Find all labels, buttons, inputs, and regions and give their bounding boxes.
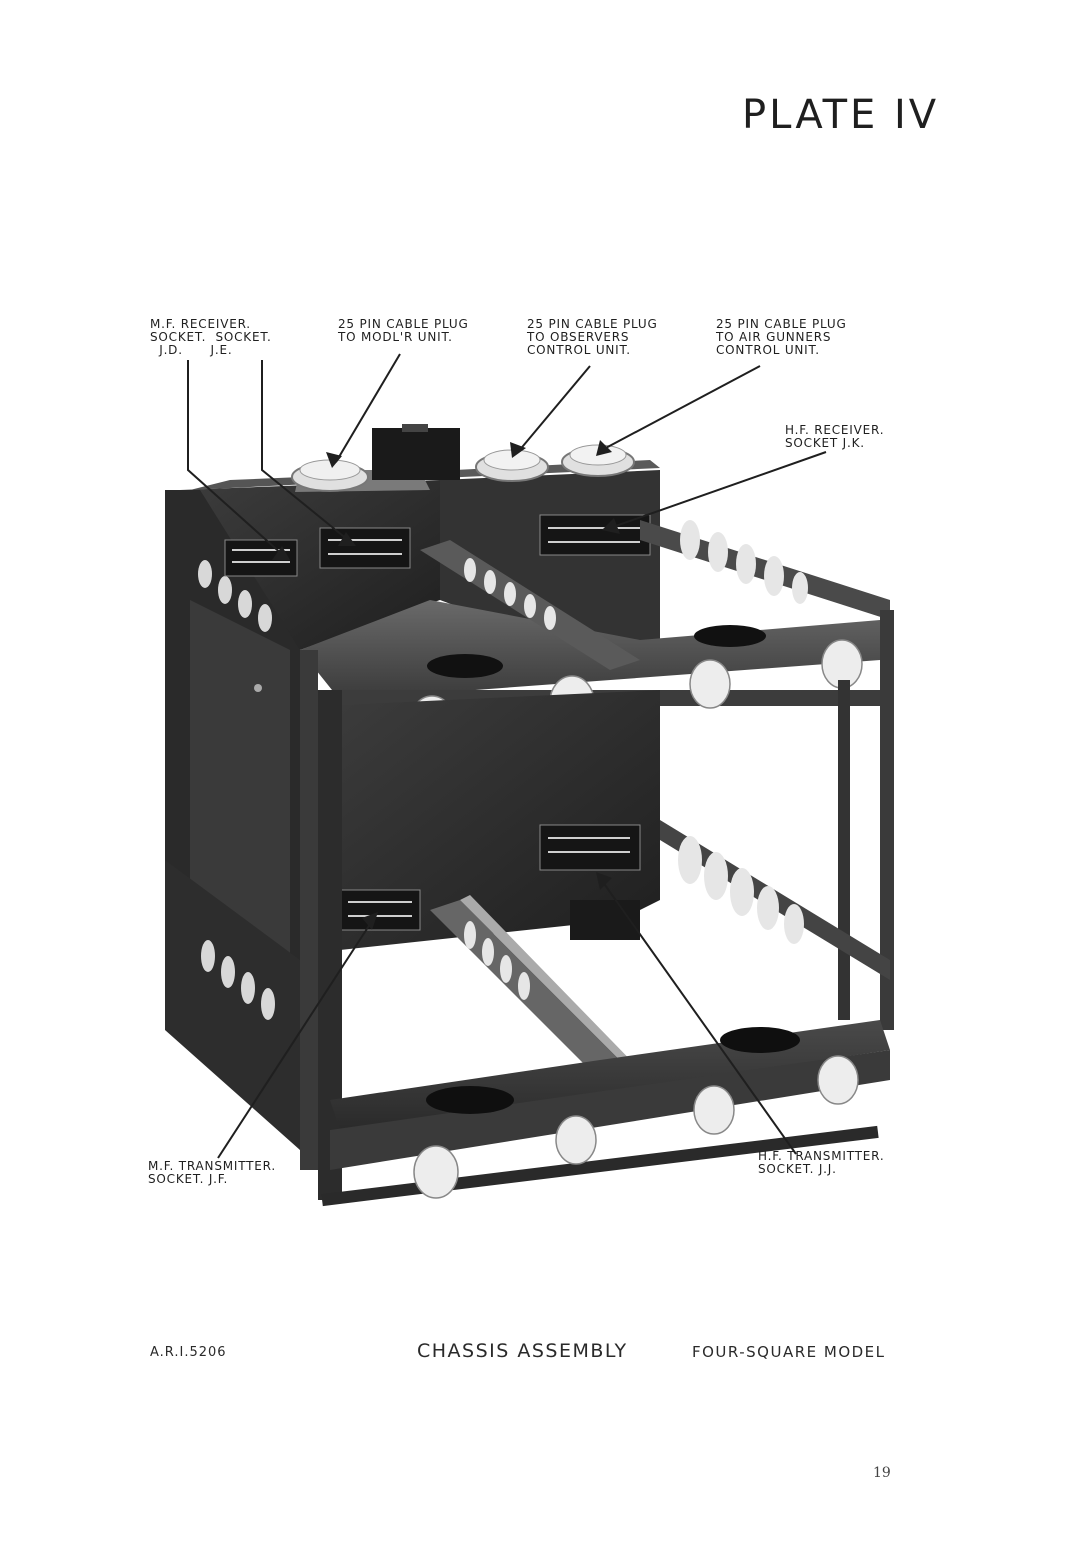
label-plug-observers: 25 PIN CABLE PLUG TO OBSERVERS CONTROL U…: [527, 317, 658, 357]
lower-rails: [430, 895, 645, 1090]
leader-lines: [187, 353, 827, 1159]
label-mf-transmitter-socket: M.F. TRANSMITTER. SOCKET. J.F.: [148, 1159, 277, 1186]
arrowheads: [272, 440, 620, 930]
footer-caption: CHASSIS ASSEMBLY: [417, 1340, 628, 1362]
base-tray: [321, 1020, 890, 1207]
right-open-frame: [660, 610, 894, 1030]
footer-reference: A.R.I.5206: [150, 1345, 227, 1360]
front-lower-unit: [320, 690, 660, 950]
top-relay-box: [372, 424, 460, 480]
footer-model: FOUR-SQUARE MODEL: [692, 1343, 886, 1361]
top-cable-plugs: [291, 444, 635, 492]
label-hf-transmitter-socket: H.F. TRANSMITTER. SOCKET. J.J.: [758, 1149, 885, 1176]
label-mf-receiver-sockets: M.F. RECEIVER. SOCKET. SOCKET. J.D. J.E.: [150, 317, 272, 357]
front-left-post: [300, 650, 342, 1200]
rear-socket-blocks: [224, 514, 651, 577]
page-number: 19: [873, 1465, 891, 1481]
base-insulators: [413, 1055, 859, 1199]
label-plug-modulator: 25 PIN CABLE PLUG TO MODL'R UNIT.: [338, 317, 469, 344]
plate-title: PLATE IV: [742, 92, 940, 138]
label-hf-receiver-socket: H.F. RECEIVER. SOCKET J.K.: [785, 423, 885, 450]
label-plug-air-gunners: 25 PIN CABLE PLUG TO AIR GUNNERS CONTROL…: [716, 317, 847, 357]
left-side-panel: [165, 490, 300, 1150]
